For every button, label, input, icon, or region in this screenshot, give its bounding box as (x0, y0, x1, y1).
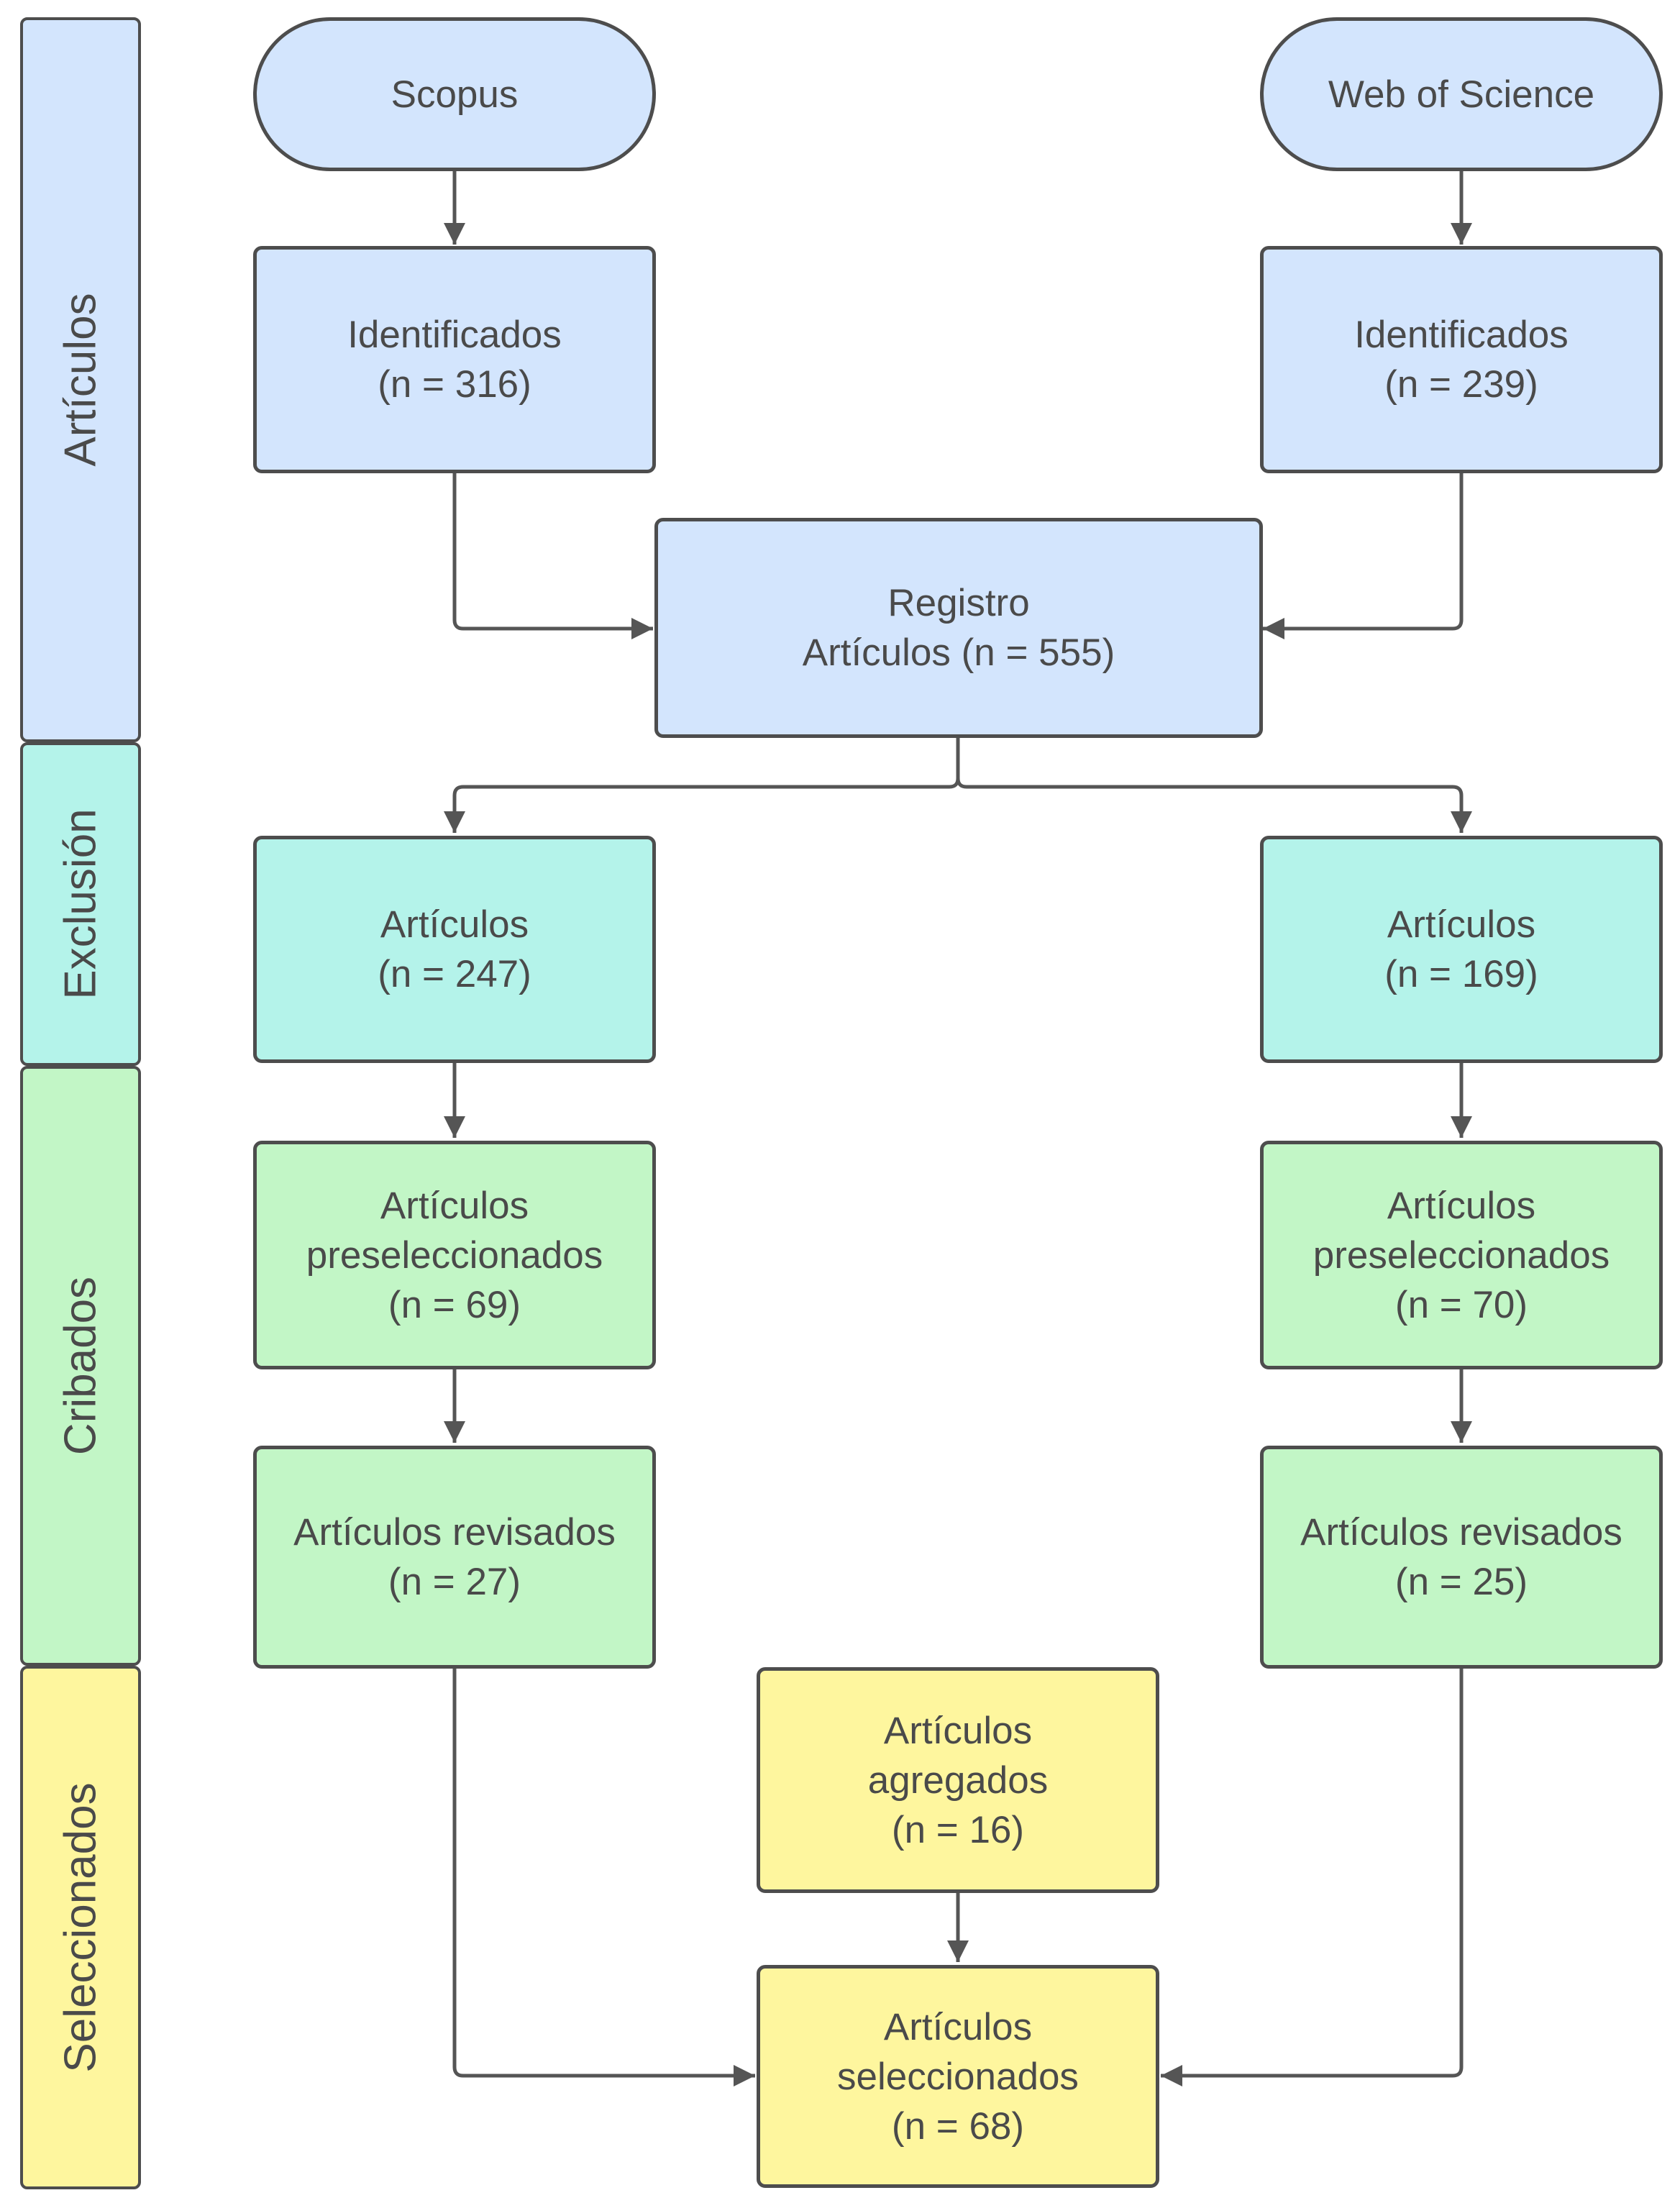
node-selected-line-1: seleccionados (837, 2055, 1079, 2098)
lane-seleccionados: Seleccionados (20, 1666, 141, 2189)
lane-exclusion: Exclusión (20, 742, 141, 1066)
edge-scopus-reviewed-to-selected (452, 1669, 755, 2086)
node-wos-excluded-line-0: Artículos (1387, 903, 1536, 946)
node-added-line-1: agregados (867, 1759, 1049, 1802)
edge-scopus-identified-to-registry (452, 473, 653, 639)
node-wos-reviewed-line-0: Artículos revisados (1300, 1511, 1622, 1554)
node-web-of-science: Web of Science (1260, 17, 1663, 171)
node-registry-line-1: Artículos (n = 555) (802, 631, 1115, 674)
node-scopus-identified: Identificados (n = 316) (253, 246, 656, 473)
lane-cribados: Cribados (20, 1066, 141, 1666)
edge-registry-to-scopus-excluded (444, 738, 960, 833)
node-scopus-reviewed-line-0: Artículos revisados (293, 1511, 616, 1554)
node-scopus-preselected-line-0: Artículos (380, 1184, 529, 1227)
node-registry-line-0: Registro (887, 582, 1030, 624)
node-scopus-preselected: Artículos preseleccionados (n = 69) (253, 1141, 656, 1369)
node-wos-line-0: Web of Science (1328, 73, 1595, 116)
node-selected: Artículos seleccionados (n = 68) (757, 1965, 1159, 2188)
node-wos-identified-line-1: (n = 239) (1384, 363, 1538, 406)
node-scopus-reviewed: Artículos revisados (n = 27) (253, 1446, 656, 1669)
node-scopus-preselected-line-1: preseleccionados (306, 1233, 603, 1277)
node-scopus-preselected-line-2: (n = 69) (388, 1283, 521, 1326)
edge-registry-to-wos-excluded (956, 738, 1472, 833)
node-scopus-excluded-line-1: (n = 247) (378, 953, 531, 995)
node-scopus-excluded: Artículos (n = 247) (253, 836, 656, 1063)
node-scopus-line-0: Scopus (391, 73, 519, 116)
node-scopus-excluded-line-0: Artículos (380, 903, 529, 946)
node-wos-preselected-line-0: Artículos (1387, 1184, 1536, 1227)
node-scopus-reviewed-line-1: (n = 27) (388, 1561, 521, 1603)
node-wos-reviewed: Artículos revisados (n = 25) (1260, 1446, 1663, 1669)
node-wos-preselected: Artículos preseleccionados (n = 70) (1260, 1141, 1663, 1369)
node-registry: Registro Artículos (n = 555) (654, 518, 1263, 738)
node-scopus-identified-line-1: (n = 316) (378, 363, 531, 406)
node-wos-identified: Identificados (n = 239) (1260, 246, 1663, 473)
node-scopus-identified-line-0: Identificados (347, 314, 562, 356)
node-added-line-2: (n = 16) (891, 1808, 1025, 1851)
node-wos-preselected-line-1: preseleccionados (1312, 1233, 1610, 1277)
node-selected-line-2: (n = 68) (891, 2104, 1025, 2148)
node-selected-line-0: Artículos (883, 2005, 1033, 2048)
node-wos-excluded-line-1: (n = 169) (1384, 953, 1538, 995)
node-added-line-0: Artículos (883, 1709, 1033, 1752)
node-wos-excluded: Artículos (n = 169) (1260, 836, 1663, 1063)
edge-wos-reviewed-to-selected (1161, 1669, 1464, 2086)
node-added: Artículos agregados (n = 16) (757, 1667, 1159, 1893)
node-scopus: Scopus (253, 17, 656, 171)
node-wos-identified-line-0: Identificados (1354, 314, 1569, 356)
lane-articulos: Artículos (20, 17, 141, 742)
node-wos-reviewed-line-1: (n = 25) (1394, 1561, 1528, 1603)
node-wos-preselected-line-2: (n = 70) (1394, 1283, 1528, 1326)
edge-wos-identified-to-registry (1263, 473, 1464, 639)
